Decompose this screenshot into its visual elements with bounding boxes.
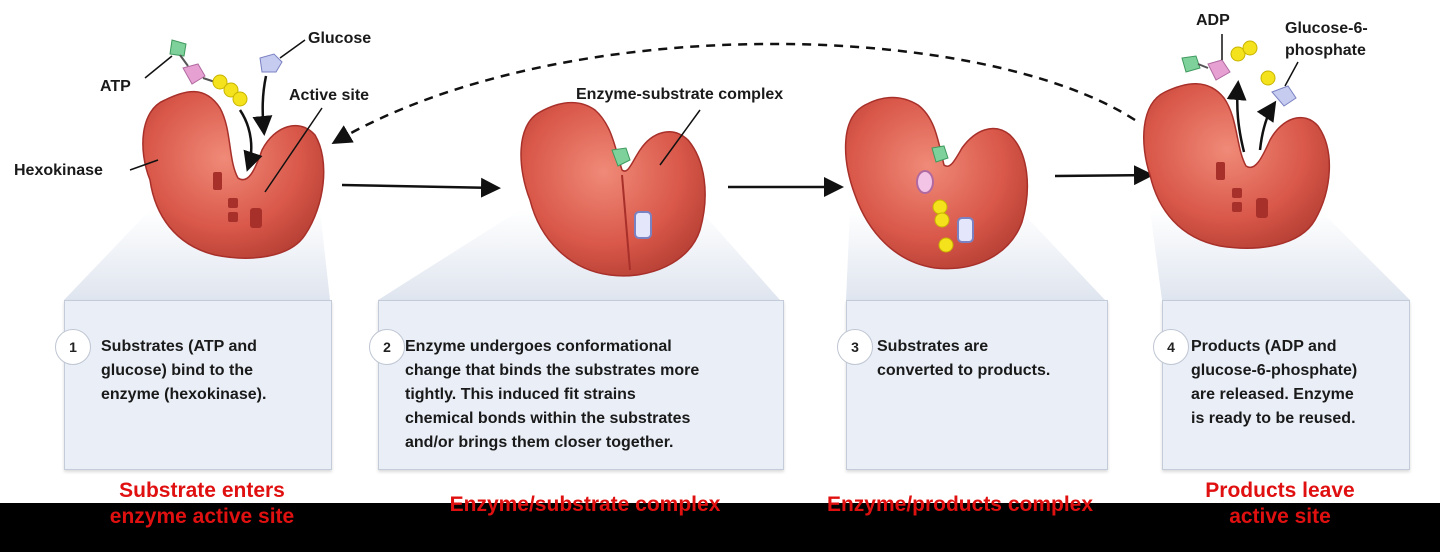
glucose-entry-arrow — [252, 75, 273, 136]
step-number-2: 2 — [369, 329, 405, 365]
glucose-label: Glucose — [308, 30, 372, 47]
step-box-4: 4 Products (ADP and glucose-6-phosphate)… — [1153, 300, 1410, 470]
enzyme-substrate-complex-shape — [520, 101, 706, 277]
caption-3: Enzyme/products complex — [826, 493, 1094, 516]
glucose-6-phosphate-label: Glucose-6- phosphate — [1285, 20, 1368, 59]
g6p-exit-arrow — [1256, 100, 1277, 151]
step-text-1: Substrates (ATP and glucose) bind to the… — [101, 338, 267, 403]
step-box-2: 2 Enzyme undergoes conformational change… — [369, 300, 784, 470]
enzyme-hexokinase-open — [142, 90, 325, 259]
step-box-3: 3 Substrates are converted to products. — [837, 300, 1108, 470]
complex-leader — [659, 109, 701, 166]
glucose-6-phosphate-molecule — [1260, 70, 1297, 107]
adp-exit-arrow — [1226, 80, 1247, 153]
enzyme-hexokinase-released — [1143, 83, 1331, 249]
g6p-leader — [1284, 61, 1299, 87]
step-text-3: Substrates are converted to products. — [877, 338, 1051, 379]
hexokinase-leader — [129, 159, 159, 171]
glucose-molecule — [259, 53, 283, 73]
enzyme-products-complex-shape — [844, 96, 1029, 270]
atp-entry-arrow — [238, 109, 263, 172]
caption-2: Enzyme/substrate complex — [449, 493, 721, 516]
active-site-label: Active site — [289, 87, 370, 104]
active-site-leader — [264, 107, 323, 193]
atp-label: ATP — [100, 78, 131, 95]
step-number-4: 4 — [1153, 329, 1189, 365]
adp-label: ADP — [1196, 12, 1230, 29]
atp-leader — [144, 55, 173, 79]
caption-4: Products leave active site — [1205, 479, 1355, 528]
glucose-leader — [279, 39, 306, 59]
step-box-1: 1 Substrates (ATP and glucose) bind to t… — [55, 300, 332, 470]
step-text-2: Enzyme undergoes conformational change t… — [405, 338, 700, 451]
step-number-3: 3 — [837, 329, 873, 365]
enzyme-substrate-complex-label: Enzyme-substrate complex — [576, 86, 784, 103]
hexokinase-label: Hexokinase — [14, 162, 103, 179]
step-text-4: Products (ADP and glucose-6-phosphate) a… — [1191, 338, 1358, 427]
arrow-step-3-4 — [1054, 165, 1154, 186]
atp-molecule — [169, 39, 248, 107]
arrow-step-1-2 — [341, 177, 501, 198]
bottom-bar — [0, 503, 1440, 552]
caption-1: Substrate enters enzyme active site — [109, 479, 295, 528]
adp-molecule — [1181, 40, 1258, 81]
recycle-arrow — [331, 42, 1136, 145]
step-number-1: 1 — [55, 329, 91, 365]
